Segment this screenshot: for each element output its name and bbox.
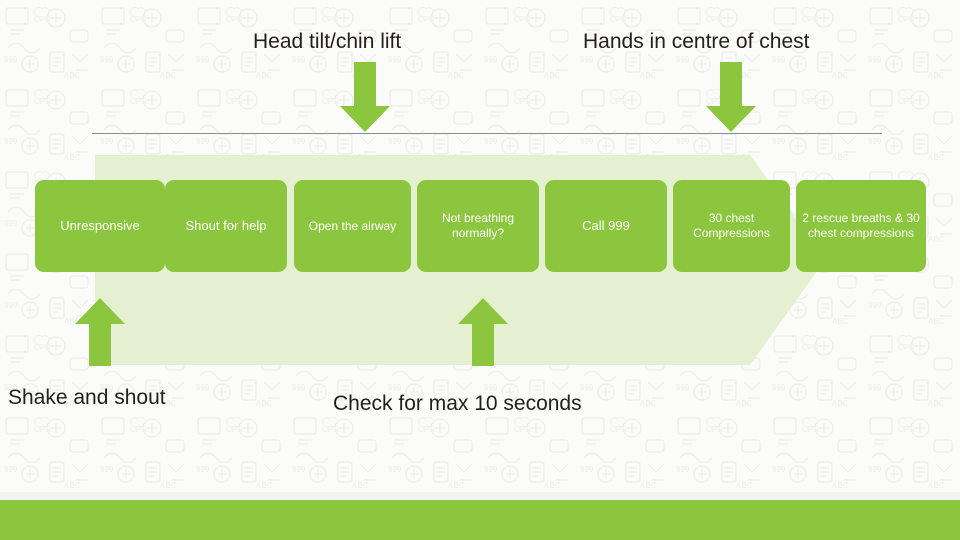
- label-head-tilt-chin-lift: Head tilt/chin lift: [253, 30, 402, 53]
- step-chip-30-chest-compressions[interactable]: 30 chest Compressions: [673, 180, 790, 272]
- arrow-down-head-tilt-icon: [337, 62, 393, 134]
- bottom-accent-bar: [0, 492, 960, 540]
- divider-line: [92, 133, 882, 134]
- step-chip-call-999[interactable]: Call 999: [545, 180, 667, 272]
- step-label-shout-for-help: Shout for help: [185, 218, 267, 234]
- arrow-up-shake-and-shout-icon: [72, 296, 128, 368]
- step-chip-not-breathing-normally[interactable]: Not breathing normally?: [417, 180, 539, 272]
- label-shake-and-shout: Shake and shout: [8, 386, 166, 409]
- step-chip-open-the-airway[interactable]: Open the airway: [294, 180, 411, 272]
- step-label-30-chest-compressions: 30 chest Compressions: [693, 211, 770, 240]
- label-check-for-max-10-seconds: Check for max 10 seconds: [333, 392, 582, 415]
- arrow-up-check-seconds-icon: [455, 296, 511, 368]
- step-chip-2-rescue-breaths[interactable]: 2 rescue breaths & 30 chest compressions: [796, 180, 926, 272]
- step-label-not-breathing-normally: Not breathing normally?: [441, 211, 515, 240]
- step-chip-unresponsive[interactable]: Unresponsive: [35, 180, 165, 272]
- label-hands-in-centre-of-chest: Hands in centre of chest: [583, 30, 810, 53]
- step-label-call-999: Call 999: [582, 218, 630, 234]
- step-label-2-rescue-breaths: 2 rescue breaths & 30 chest compressions: [802, 211, 920, 240]
- step-label-unresponsive: Unresponsive: [60, 218, 140, 234]
- step-label-open-the-airway: Open the airway: [308, 218, 397, 233]
- arrow-down-hands-centre-icon: [703, 62, 759, 134]
- bottom-accent-bar-highlight: [0, 492, 960, 500]
- step-chip-shout-for-help[interactable]: Shout for help: [165, 180, 287, 272]
